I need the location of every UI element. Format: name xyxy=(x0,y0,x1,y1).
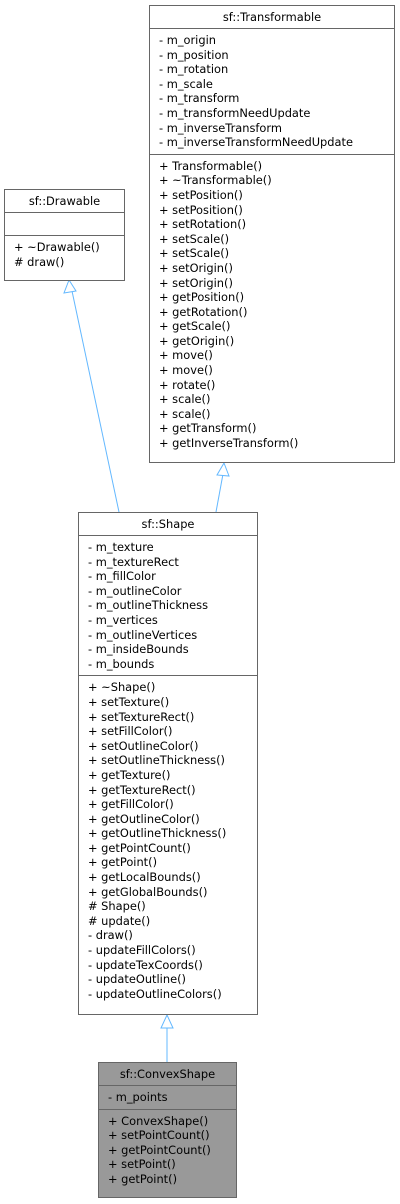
method-item: + scale() xyxy=(159,406,211,421)
method-item: - draw() xyxy=(88,928,133,943)
attribute-item: - m_origin xyxy=(159,33,216,47)
method-item: + setPoint() xyxy=(108,1157,176,1172)
method-item: + getRotation() xyxy=(159,304,248,319)
method-item: + getPoint() xyxy=(108,1171,178,1186)
method-item: + getInverseTransform() xyxy=(159,436,299,451)
method-item: + getTexture() xyxy=(88,767,171,782)
method-list-drawable: + ~Drawable()# draw() xyxy=(5,236,124,273)
method-item: + ~Drawable() xyxy=(14,240,100,254)
method-item: + setFillColor() xyxy=(88,724,173,739)
method-item: - updateFillColors() xyxy=(88,943,196,958)
method-item: + getPointCount() xyxy=(88,840,191,855)
attribute-list-convexshape: - m_points xyxy=(99,1086,236,1110)
attribute-item: - m_insideBounds xyxy=(88,642,189,657)
attribute-item: - m_transformNeedUpdate xyxy=(159,105,311,120)
method-item: + getPointCount() xyxy=(108,1142,211,1157)
attribute-item: - m_position xyxy=(159,47,229,62)
method-item: + Transformable() xyxy=(159,158,263,173)
method-item: + setPosition() xyxy=(159,187,243,202)
class-title-convexshape: sf::ConvexShape xyxy=(99,1063,236,1086)
method-item: + getOrigin() xyxy=(159,333,235,348)
method-item: + setPosition() xyxy=(159,202,243,217)
edge-shape-to-transformable xyxy=(215,473,224,513)
method-item: + rotate() xyxy=(159,377,216,392)
arrowhead-drawable xyxy=(63,278,77,294)
attribute-item: - m_vertices xyxy=(88,612,158,627)
method-item: - updateTexCoords() xyxy=(88,957,203,972)
class-title-drawable: sf::Drawable xyxy=(5,190,124,213)
method-item: + setRotation() xyxy=(159,217,247,232)
method-item: + getTextureRect() xyxy=(88,782,196,797)
method-item: # update() xyxy=(88,913,151,928)
method-item: + setScale() xyxy=(159,231,230,246)
class-title-shape: sf::Shape xyxy=(79,513,257,536)
method-item: + getOutlineThickness() xyxy=(88,826,227,841)
class-title-transformable: sf::Transformable xyxy=(150,6,394,29)
arrowhead-shape xyxy=(160,1013,174,1029)
method-item: + move() xyxy=(159,363,213,378)
attribute-item: - m_texture xyxy=(88,540,154,554)
method-item: + getPosition() xyxy=(159,290,245,305)
method-item: + setTextureRect() xyxy=(88,709,195,724)
class-convexshape[interactable]: sf::ConvexShape - m_points + ConvexShape… xyxy=(98,1062,237,1198)
attribute-item: - m_scale xyxy=(159,76,213,91)
method-item: + getScale() xyxy=(159,319,231,334)
method-item: - updateOutlineColors() xyxy=(88,986,222,1001)
method-item: + getLocalBounds() xyxy=(88,870,201,885)
arrowhead-transformable xyxy=(216,461,230,477)
method-item: + getOutlineColor() xyxy=(88,811,200,826)
attribute-item: - m_inverseTransform xyxy=(159,120,282,135)
attribute-list-transformable: - m_origin- m_position- m_rotation- m_sc… xyxy=(150,29,394,155)
method-item: # Shape() xyxy=(88,899,146,914)
method-item: # draw() xyxy=(14,254,65,269)
attribute-list-shape: - m_texture- m_textureRect- m_fillColor-… xyxy=(79,536,257,677)
attribute-item: - m_outlineColor xyxy=(88,583,182,598)
method-item: + setOutlineColor() xyxy=(88,738,199,753)
method-list-convexshape: + ConvexShape()+ setPointCount()+ getPoi… xyxy=(99,1110,236,1191)
method-item: + move() xyxy=(159,348,213,363)
method-item: + setPointCount() xyxy=(108,1128,210,1143)
method-item: + ~Transformable() xyxy=(159,173,272,188)
method-list-shape: + ~Shape()+ setTexture()+ setTextureRect… xyxy=(79,676,257,1005)
class-shape[interactable]: sf::Shape - m_texture- m_textureRect- m_… xyxy=(78,512,258,1015)
class-drawable[interactable]: sf::Drawable + ~Drawable()# draw() xyxy=(4,189,125,281)
attribute-item: - m_bounds xyxy=(88,656,155,671)
method-list-transformable: + Transformable()+ ~Transformable()+ set… xyxy=(150,155,394,455)
method-item: + getPoint() xyxy=(88,855,158,870)
attribute-item: - m_outlineThickness xyxy=(88,598,209,613)
edge-shape-to-drawable xyxy=(71,290,120,513)
method-item: + setTexture() xyxy=(88,694,170,709)
attribute-item: - m_transform xyxy=(159,91,240,106)
method-item: + setScale() xyxy=(159,246,230,261)
method-item: + ConvexShape() xyxy=(108,1113,209,1128)
attribute-item: - m_points xyxy=(108,1090,168,1104)
method-item: + scale() xyxy=(159,392,211,407)
attribute-item: - m_outlineVertices xyxy=(88,627,198,642)
attribute-item: - m_inverseTransformNeedUpdate xyxy=(159,135,353,150)
class-transformable[interactable]: sf::Transformable - m_origin- m_position… xyxy=(149,5,395,463)
method-item: + ~Shape() xyxy=(88,680,156,695)
attribute-list-drawable xyxy=(5,213,124,236)
attribute-item: - m_rotation xyxy=(159,62,229,77)
method-item: + setOrigin() xyxy=(159,260,233,275)
method-item: + getFillColor() xyxy=(88,797,174,812)
method-item: + getTransform() xyxy=(159,421,257,436)
method-item: + setOrigin() xyxy=(159,275,233,290)
method-item: + setOutlineThickness() xyxy=(88,753,225,768)
attribute-item: - m_textureRect xyxy=(88,554,179,569)
method-item: + getGlobalBounds() xyxy=(88,884,208,899)
attribute-item: - m_fillColor xyxy=(88,569,156,584)
method-item: - updateOutline() xyxy=(88,972,186,987)
